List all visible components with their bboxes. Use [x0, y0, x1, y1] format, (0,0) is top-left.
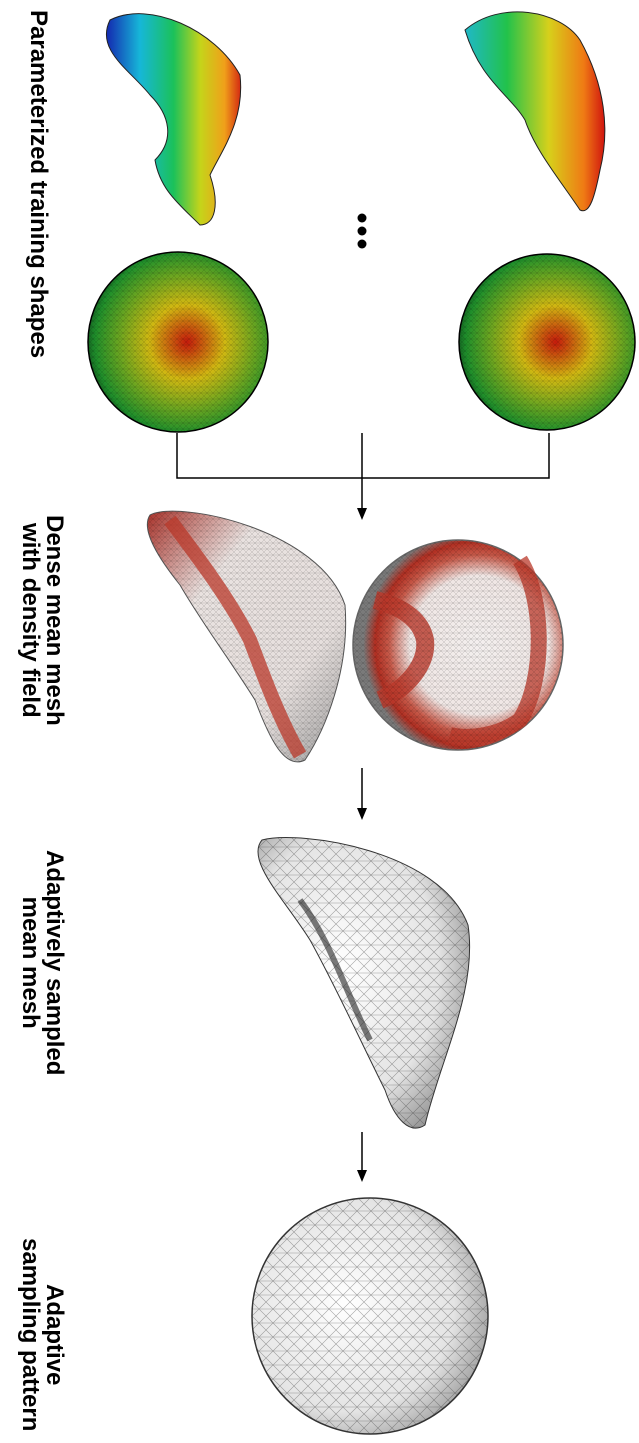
adaptive-sampling-sphere-mesh: [252, 1198, 488, 1434]
adaptive-mean-group: [257, 837, 471, 1129]
training-shape-1: [105, 13, 242, 226]
training-shapes-group: [87, 11, 636, 433]
label-adaptive-sampling-pattern: Adaptive sampling pattern: [17, 1238, 68, 1432]
arrow-head-1: [357, 508, 367, 520]
arrow-head-2: [357, 808, 367, 820]
training-shape-2: [464, 11, 606, 212]
adaptive-mean-shape-mesh: [257, 837, 470, 1129]
parameterized-sphere-1-mesh: [88, 252, 268, 432]
density-sphere-mesh: [353, 540, 563, 750]
vertical-ellipsis: [357, 213, 367, 249]
label-dense-mean-mesh: Dense mean mesh with density field: [17, 515, 68, 726]
dense-mean-group: [146, 510, 564, 763]
merge-connector: [176, 433, 550, 512]
parameterized-sphere-2-mesh: [459, 254, 635, 430]
label-adaptive-mean-mesh: Adaptively sampled mean mesh: [17, 850, 68, 1076]
label-training-shapes: Parameterized training shapes: [25, 10, 52, 359]
arrow-head-3: [357, 1170, 367, 1182]
